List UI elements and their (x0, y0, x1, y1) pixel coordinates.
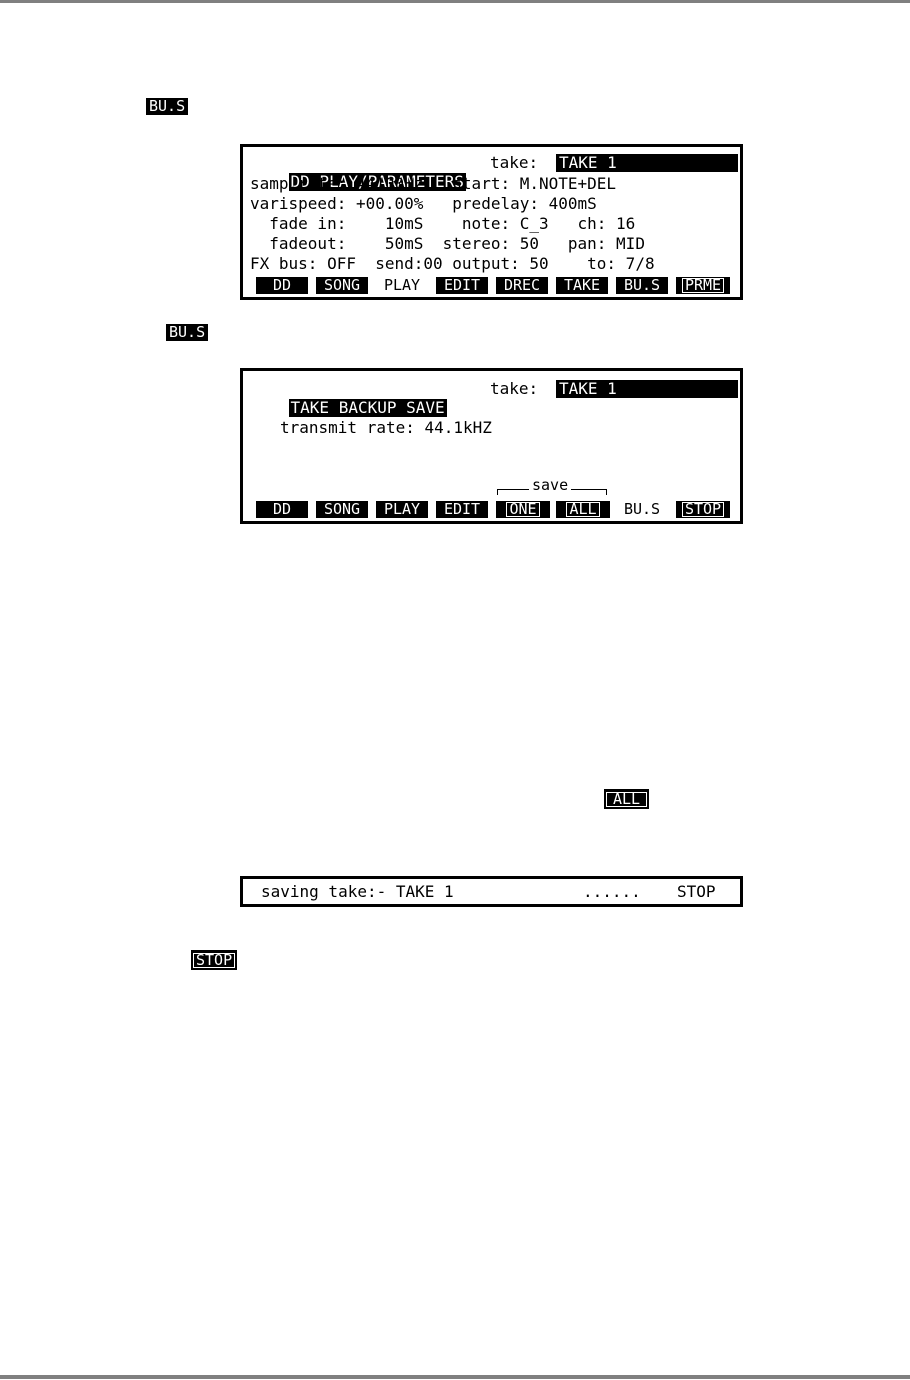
transmit-rate-text: transmit rate: 44.1kHZ (280, 418, 492, 437)
softkey-take[interactable]: TAKE (556, 277, 608, 294)
screen1-header: DD PLAY/PARAMETERS take: TAKE 1 (250, 153, 738, 191)
softkey-stop-label: STOP (681, 502, 725, 517)
softkey-play[interactable]: PLAY (376, 501, 428, 518)
screen2-header: TAKE BACKUP SAVE take: TAKE 1 (250, 379, 738, 417)
stop-key-reference: STOP (191, 950, 238, 970)
screen1-title: DD PLAY/PARAMETERS (288, 172, 466, 191)
softkey-all[interactable]: ALL (556, 501, 610, 518)
softkey-edit[interactable]: EDIT (436, 501, 488, 518)
softkey-dd[interactable]: DD (256, 277, 308, 294)
save-group-bracket: save (497, 477, 609, 495)
softkey-play[interactable]: PLAY (383, 276, 421, 294)
save-group-label: save (529, 477, 572, 494)
all-key-reference: ALL (604, 789, 650, 809)
softkey-bus[interactable]: BU.S (616, 277, 668, 294)
screen2-take-field[interactable]: TAKE 1 (556, 380, 738, 398)
screen1-row-fadeout: fadeout: 50mS stereo: 50 pan: MID (250, 234, 645, 253)
softkey-song[interactable]: SONG (316, 501, 368, 518)
screen1-softkey-row: DD SONG PLAY EDIT DREC TAKE BU.S PRME (250, 277, 733, 294)
screen2-take-label: take: (490, 379, 539, 398)
screen1-row-fxbus: FX bus: OFF send:00 output: 50 to: 7/8 (250, 254, 655, 273)
take-backup-save-screen: TAKE BACKUP SAVE take: TAKE 1 transmit r… (240, 368, 743, 524)
softkey-prme-label: PRME (681, 278, 725, 293)
softkey-one[interactable]: ONE (496, 501, 550, 518)
page-bottom-rule (0, 1375, 910, 1379)
softkey-bus[interactable]: BU.S (623, 500, 661, 518)
screen1-take-field[interactable]: TAKE 1 (556, 154, 738, 172)
softkey-edit[interactable]: EDIT (436, 277, 488, 294)
page-top-rule (0, 0, 910, 3)
screen2-title: TAKE BACKUP SAVE (288, 398, 447, 417)
softkey-stop[interactable]: STOP (676, 501, 730, 518)
softkey-song[interactable]: SONG (316, 277, 368, 294)
screen1-row-varispeed: varispeed: +00.00% predelay: 400mS (250, 194, 597, 213)
all-key-reference-label: ALL (606, 792, 648, 807)
status-stop-label[interactable]: STOP (677, 882, 716, 901)
saving-status-bar: saving take:- TAKE 1 ...... STOP (240, 876, 743, 907)
softkey-dd[interactable]: DD (256, 501, 308, 518)
stop-key-reference-label: STOP (193, 953, 236, 968)
saving-take-text: saving take:- TAKE 1 (261, 882, 454, 901)
softkey-one-label: ONE (506, 502, 540, 517)
softkey-drec[interactable]: DREC (496, 277, 548, 294)
softkey-prme[interactable]: PRME (676, 277, 730, 294)
dd-play-parameters-screen: DD PLAY/PARAMETERS take: TAKE 1 samp.rat… (240, 144, 743, 300)
screen1-row-samprate: samp.rate: 44100Hz start: M.NOTE+DEL (250, 174, 617, 193)
bus-key-reference-2: BU.S (166, 324, 209, 341)
screen1-row-fadein: fade in: 10mS note: C_3 ch: 16 (250, 214, 636, 233)
bus-key-reference: BU.S (146, 98, 189, 115)
saving-progress-dots: ...... (583, 882, 641, 901)
softkey-all-label: ALL (566, 502, 600, 517)
screen1-take-label: take: (490, 153, 539, 172)
screen2-softkey-row: DD SONG PLAY EDIT ONE ALL BU.S STOP (250, 501, 733, 518)
